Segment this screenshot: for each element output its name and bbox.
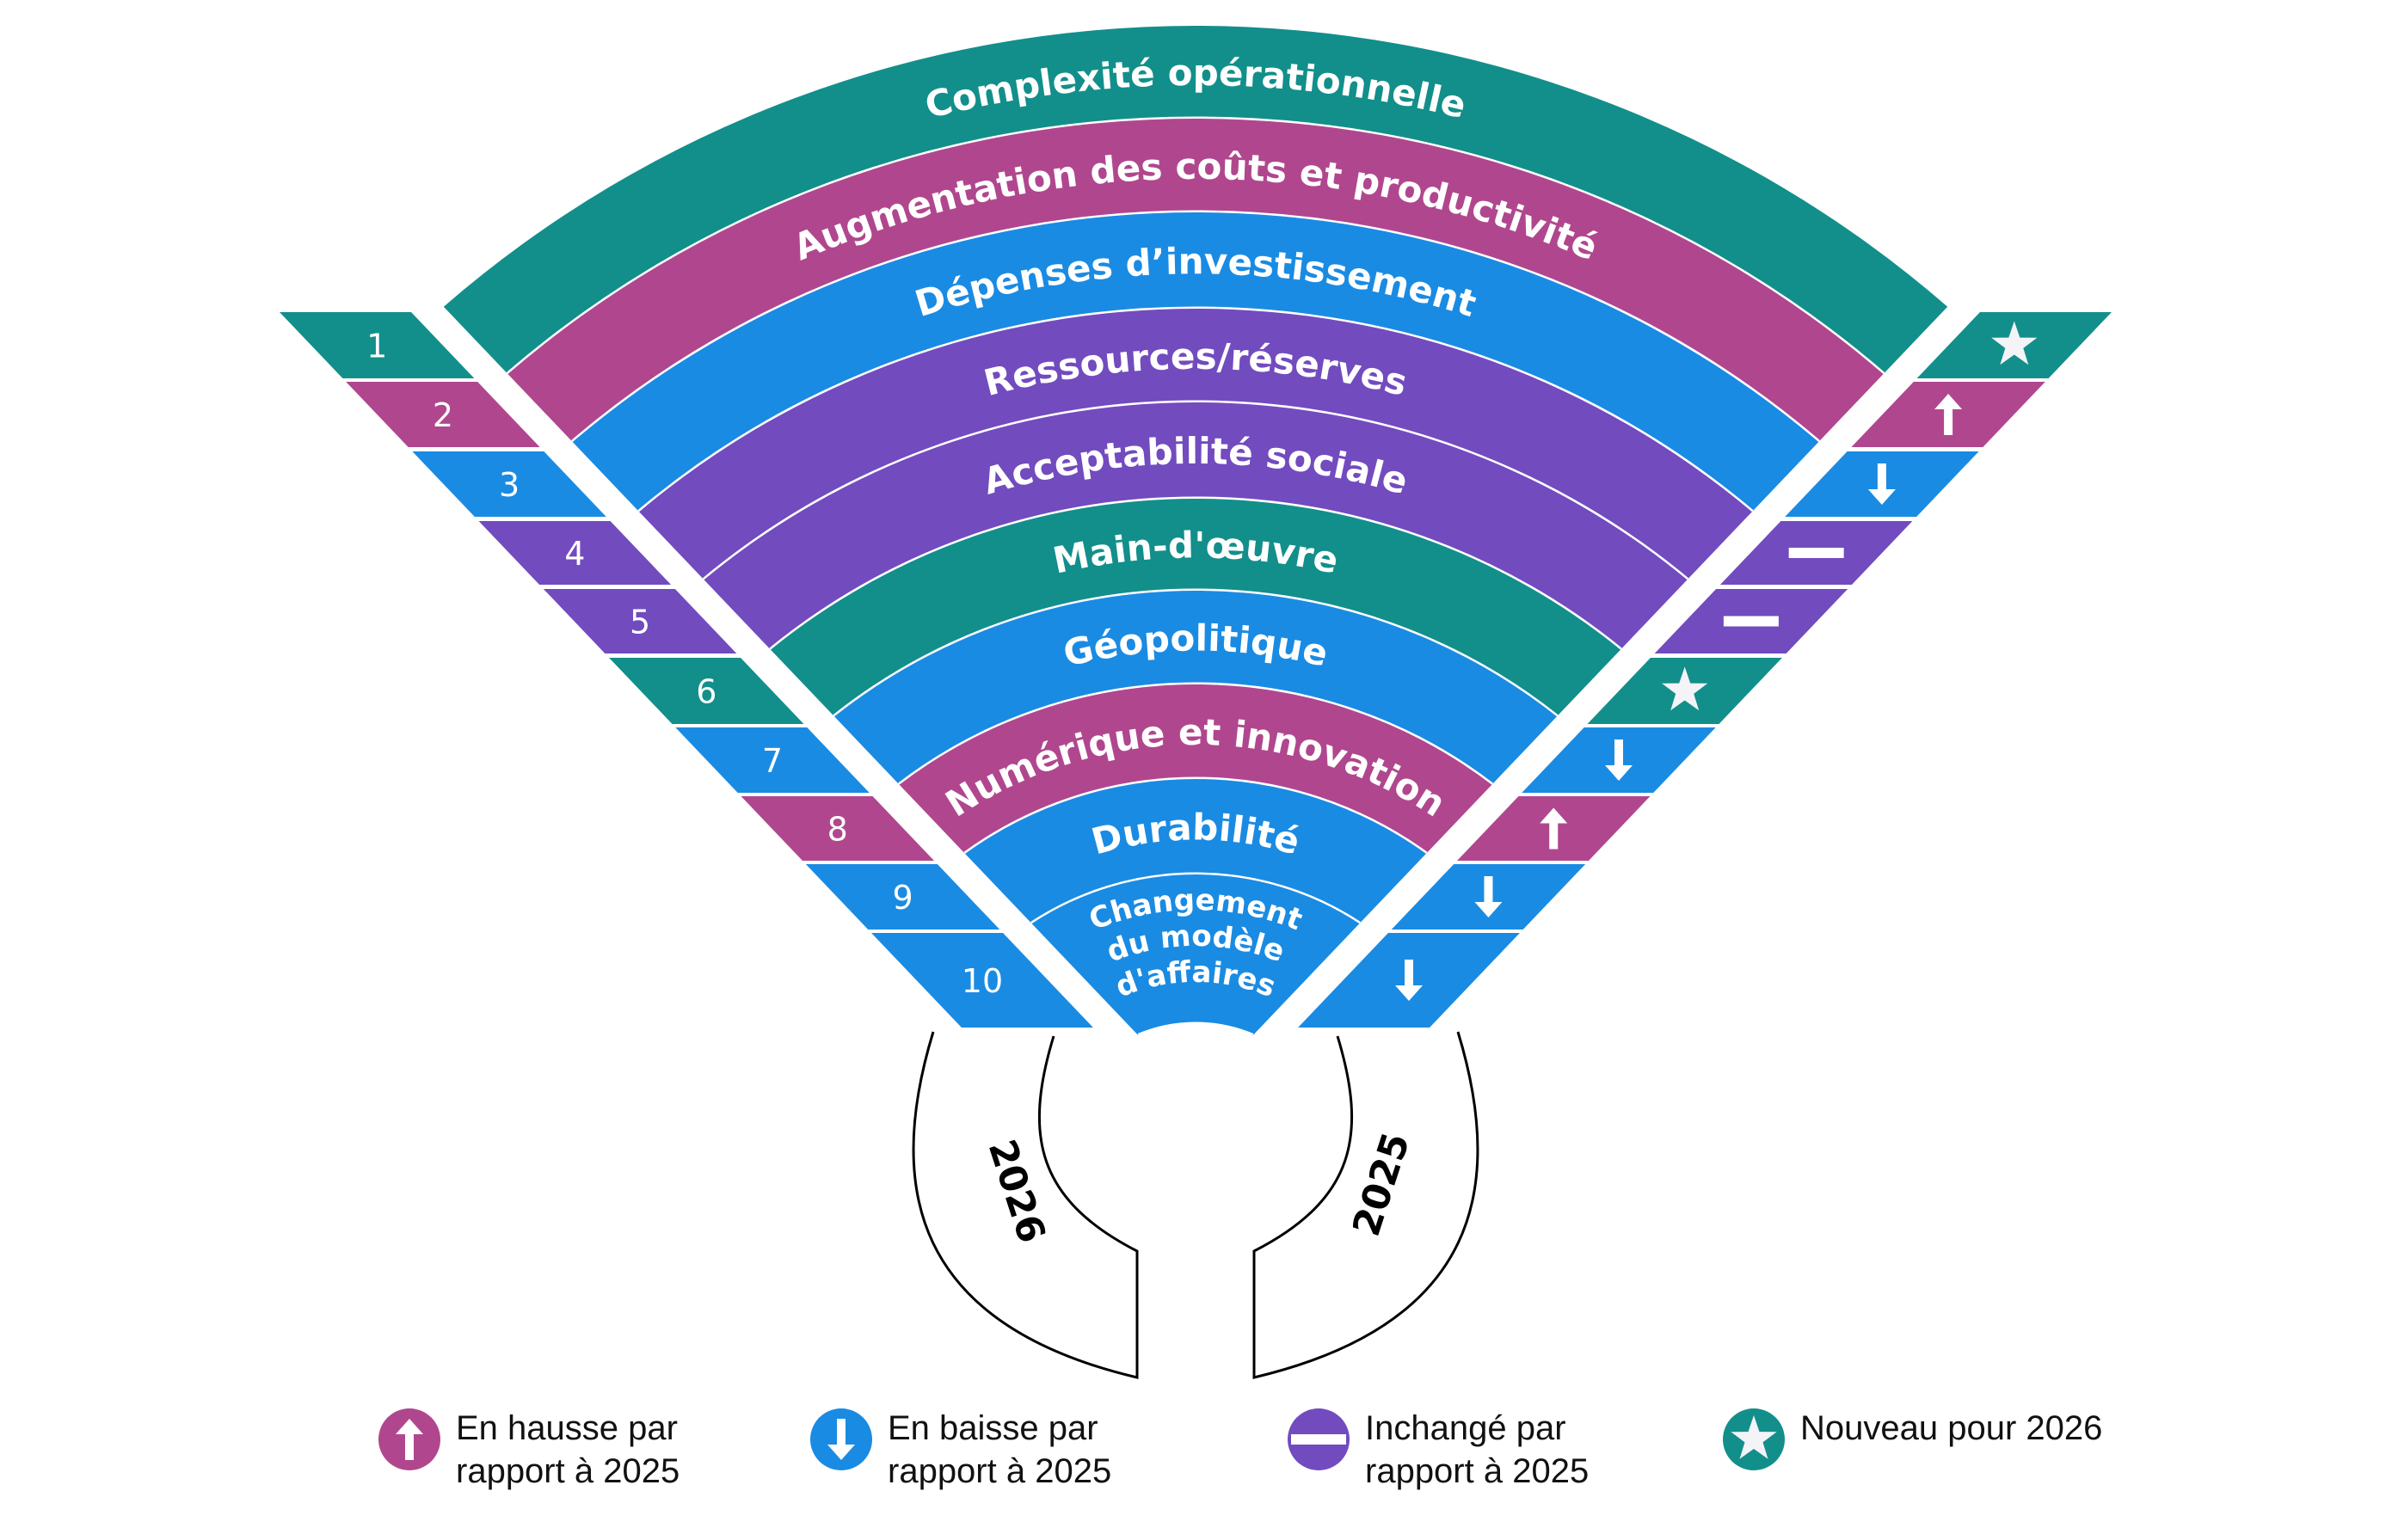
arrow-down-icon	[1395, 960, 1424, 1001]
dash-icon	[1788, 548, 1844, 558]
star-icon	[1731, 1415, 1777, 1459]
band-rank-5	[704, 402, 1688, 650]
change-tiles-2025	[1298, 312, 2112, 1028]
arrow-down-icon	[1604, 739, 1633, 781]
legend-star-icon	[1723, 1408, 1785, 1470]
band-rank-4	[639, 309, 1752, 580]
bracket-2025	[1252, 1031, 1479, 1379]
legend-label-new: Nouveau pour 2026	[1800, 1409, 2103, 1447]
legend-arrow-up-icon	[378, 1408, 440, 1470]
arrow-up-icon	[396, 1419, 423, 1460]
rank-tile-10	[871, 933, 1093, 1028]
rank-tile-8	[741, 796, 935, 861]
rank-number: 1	[366, 328, 387, 365]
rank-tile-4	[478, 521, 672, 585]
rank-number: 9	[892, 879, 913, 917]
bracket-2026	[912, 1031, 1139, 1379]
rank-number: 4	[564, 535, 585, 573]
rank-number: 10	[962, 962, 1003, 1000]
rank-tile-2	[346, 382, 540, 447]
legend-item-up: En hausse par rapport à 2025	[378, 1408, 680, 1493]
rank-number: 3	[499, 466, 520, 504]
legend-item-unchanged: Inchangé par rapport à 2025	[1288, 1408, 1589, 1493]
legend-arrow-down-icon	[810, 1408, 872, 1470]
arrow-down-icon	[827, 1419, 855, 1460]
star-icon	[1991, 321, 2038, 365]
band-rank-7	[834, 590, 1557, 785]
rank-number: 5	[630, 604, 650, 641]
band-rank-3	[572, 212, 1819, 512]
band-rank-8	[899, 684, 1492, 854]
rank-tiles-2026: 1 2 3 4 5 6 7 8 9 10	[280, 312, 1093, 1028]
arrow-down-icon	[1474, 876, 1503, 917]
rank-number: 8	[827, 811, 848, 849]
band-rank-2	[507, 119, 1884, 442]
arrow-up-icon	[1540, 807, 1568, 850]
rank-number: 6	[696, 673, 716, 711]
legend-label-down: En baisse par rapport à 2025	[888, 1409, 1112, 1490]
band-rank-1	[443, 26, 1948, 374]
star-icon	[1662, 666, 1708, 711]
band-rank-6	[770, 499, 1621, 717]
legend-item-down: En baisse par rapport à 2025	[810, 1408, 1111, 1493]
rank-tile-3	[412, 451, 606, 517]
rank-number: 7	[762, 742, 783, 780]
legend-label-unchanged: Inchangé par rapport à 2025	[1365, 1409, 1590, 1490]
legend-label-up: En hausse par rapport à 2025	[456, 1409, 680, 1490]
arrow-up-icon	[1934, 394, 1963, 435]
band-rank-10	[1031, 874, 1360, 1036]
dash-icon	[1723, 616, 1779, 627]
rank-tile-9	[805, 864, 1000, 930]
legend: En hausse par rapport à 2025 En baisse p…	[0, 1408, 2386, 1512]
year-label-2025: 2025	[1344, 1127, 1418, 1241]
rank-tile-6	[609, 658, 804, 724]
band-separator	[1137, 1022, 1254, 1038]
arrow-down-icon	[1867, 463, 1896, 505]
dash-icon	[1291, 1434, 1346, 1445]
rank-tile-1	[280, 312, 475, 378]
rank-tile-7	[675, 727, 870, 793]
legend-item-new: Nouveau pour 2026	[1723, 1408, 2102, 1470]
rank-number: 2	[433, 396, 453, 434]
legend-dash-icon	[1288, 1408, 1350, 1470]
band-rank-9	[965, 779, 1426, 924]
rank-tile-5	[543, 589, 737, 653]
